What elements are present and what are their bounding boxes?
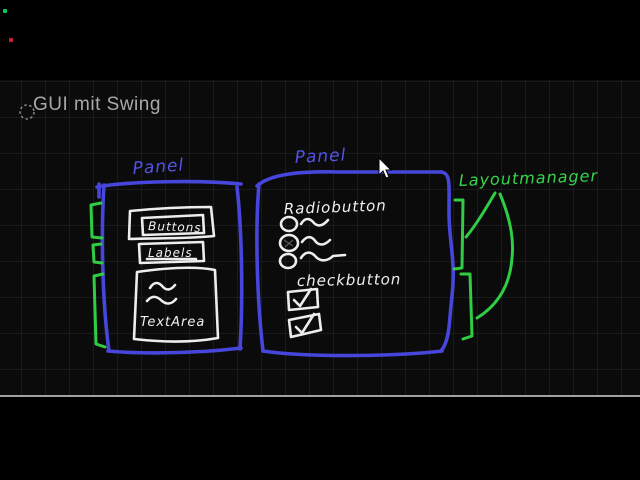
letterbox-top: [0, 0, 640, 80]
canvas-bottom-divider: [0, 395, 640, 397]
letterbox-bottom: [0, 397, 640, 480]
whiteboard-canvas[interactable]: [0, 80, 640, 397]
green-marker-dot: [3, 9, 7, 13]
page-title: GUI mit Swing: [33, 94, 161, 115]
red-marker-dot: [9, 38, 13, 42]
